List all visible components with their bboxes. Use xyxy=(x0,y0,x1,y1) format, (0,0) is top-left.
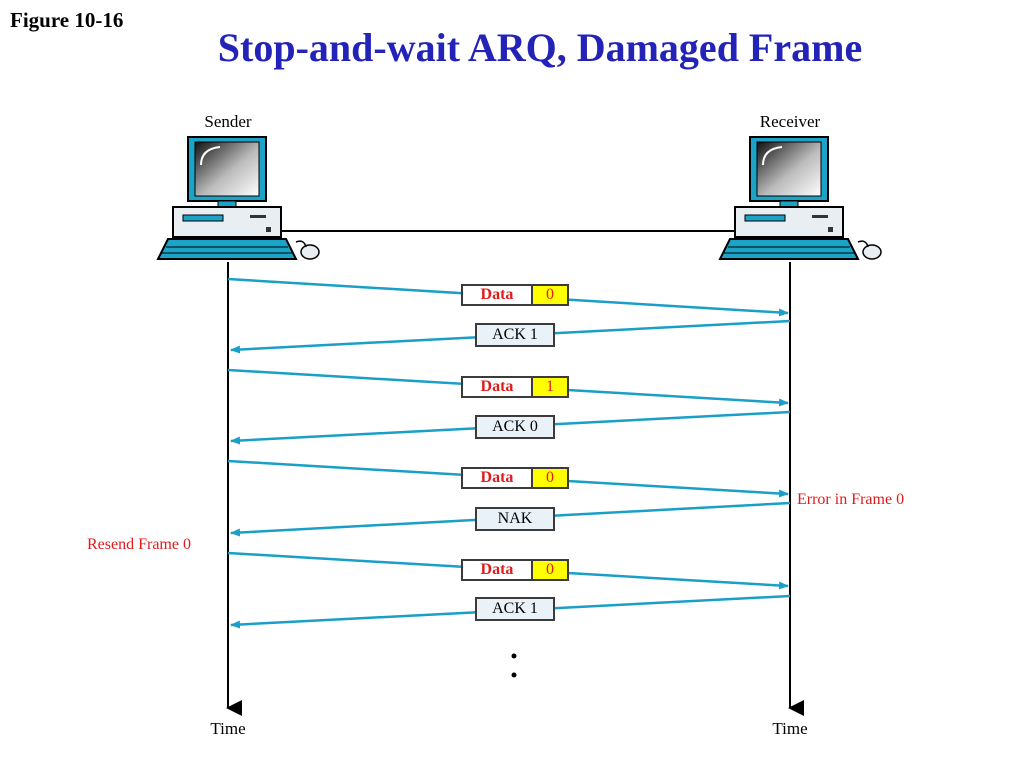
data-frame: Data 0 xyxy=(461,559,569,581)
frame-seq: 1 xyxy=(531,378,567,396)
ack-frame: ACK 0 xyxy=(475,415,555,439)
frame-label: Data xyxy=(463,561,531,579)
continuation-dot xyxy=(511,672,517,678)
ack-frame: ACK 1 xyxy=(475,597,555,621)
frame-label: Data xyxy=(463,378,531,396)
continuation-dot xyxy=(511,653,517,659)
data-frame: Data 1 xyxy=(461,376,569,398)
ack-frame: ACK 1 xyxy=(475,323,555,347)
sender-label: Sender xyxy=(204,112,252,131)
resend-note: Resend Frame 0 xyxy=(87,536,191,553)
frame-seq: 0 xyxy=(531,469,567,487)
data-frame: Data 0 xyxy=(461,284,569,306)
figure-label: Figure 10-16 xyxy=(10,8,124,32)
sender-time-label: Time xyxy=(210,719,246,738)
frame-label: Data xyxy=(463,469,531,487)
frame-label: Data xyxy=(463,286,531,304)
receiver-label: Receiver xyxy=(759,112,821,131)
receiver-computer-icon xyxy=(718,136,882,260)
nak-frame: NAK xyxy=(475,507,555,531)
data-frame: Data 0 xyxy=(461,467,569,489)
error-note: Error in Frame 0 xyxy=(797,491,905,508)
sender-computer-icon xyxy=(156,136,320,260)
page-title: Stop-and-wait ARQ, Damaged Frame xyxy=(217,25,863,70)
receiver-time-label: Time xyxy=(772,719,808,738)
frame-seq: 0 xyxy=(531,286,567,304)
frame-seq: 0 xyxy=(531,561,567,579)
